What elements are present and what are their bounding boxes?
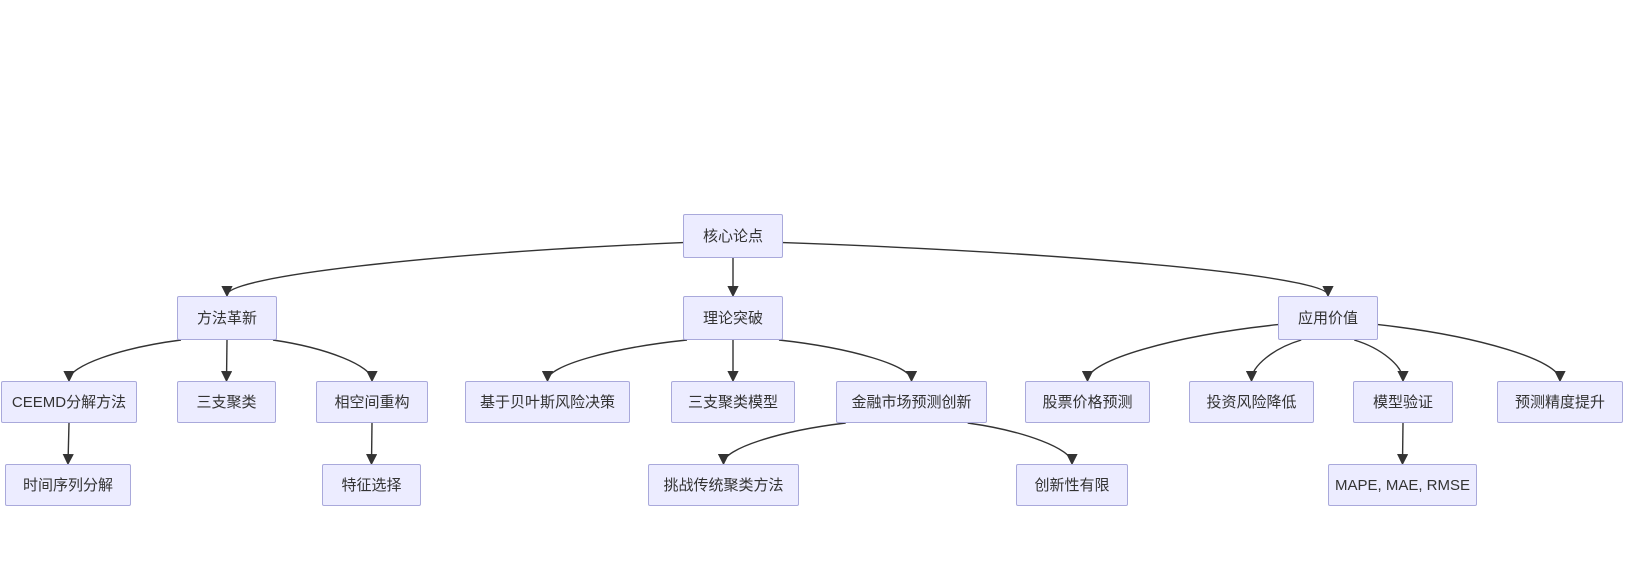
node-label: 核心论点: [702, 227, 763, 245]
flowchart-node-bayes: 基于贝叶斯风险决策: [465, 381, 630, 423]
node-label: 三支聚类模型: [687, 393, 778, 411]
flowchart-node-model_valid: 模型验证: [1353, 381, 1453, 423]
edge-fin_innov-to-limited_innov: [967, 422, 1078, 466]
node-label: CEEMD分解方法: [11, 393, 127, 411]
flowchart-node-phase: 相空间重构: [316, 381, 428, 423]
node-label: 三支聚类: [196, 393, 257, 411]
node-label: 应用价值: [1297, 309, 1358, 327]
node-label: 投资风险降低: [1206, 393, 1297, 411]
edge-method-to-ceemd: [63, 339, 182, 383]
flowchart-node-precision: 预测精度提升: [1497, 381, 1623, 423]
flowchart-node-feature_sel: 特征选择: [322, 464, 421, 506]
flowchart-node-value: 应用价值: [1278, 296, 1378, 340]
flowchart-node-three_way: 三支聚类: [177, 381, 276, 423]
flowchart-node-ts_decomp: 时间序列分解: [5, 464, 131, 506]
flowchart-node-metrics: MAPE, MAE, RMSE: [1328, 464, 1477, 506]
flowchart-node-root: 核心论点: [683, 214, 783, 258]
edge-theory-to-fin_innov: [778, 339, 918, 383]
flowchart-node-challenge: 挑战传统聚类方法: [648, 464, 799, 506]
node-label: 挑战传统聚类方法: [663, 476, 784, 494]
edge-root-to-method: [221, 241, 684, 298]
node-label: MAPE, MAE, RMSE: [1334, 476, 1471, 494]
flowchart-node-twc_model: 三支聚类模型: [671, 381, 795, 423]
flowchart-node-fin_innov: 金融市场预测创新: [836, 381, 987, 423]
node-label: 特征选择: [341, 476, 402, 494]
edge-value-to-model_valid: [1354, 339, 1409, 383]
node-label: 股票价格预测: [1042, 393, 1133, 411]
edge-theory-to-bayes: [541, 339, 688, 383]
flowchart-node-limited_innov: 创新性有限: [1016, 464, 1128, 506]
edge-ceemd-to-ts_decomp: [62, 422, 74, 466]
edge-model_valid-to-metrics: [1397, 422, 1409, 466]
flowchart-node-method: 方法革新: [177, 296, 277, 340]
edge-method-to-three_way: [221, 339, 233, 383]
edge-root-to-value: [782, 241, 1334, 298]
node-label: 方法革新: [196, 309, 257, 327]
node-label: 时间序列分解: [22, 476, 113, 494]
flowchart-node-ceemd: CEEMD分解方法: [1, 381, 137, 423]
edge-group: [62, 241, 1566, 466]
node-label: 创新性有限: [1034, 476, 1110, 494]
edge-value-to-stock: [1081, 323, 1279, 383]
node-label: 相空间重构: [334, 393, 410, 411]
node-label: 模型验证: [1372, 393, 1433, 411]
node-label: 预测精度提升: [1514, 393, 1605, 411]
flowchart-node-risk: 投资风险降低: [1189, 381, 1314, 423]
flowchart-node-theory: 理论突破: [683, 296, 783, 340]
node-label: 金融市场预测创新: [851, 393, 972, 411]
edge-value-to-risk: [1245, 339, 1302, 383]
node-label: 基于贝叶斯风险决策: [479, 393, 615, 411]
edge-phase-to-feature_sel: [366, 422, 378, 466]
edge-fin_innov-to-challenge: [717, 422, 846, 466]
flowchart-node-stock: 股票价格预测: [1025, 381, 1150, 423]
edge-method-to-phase: [272, 339, 378, 383]
node-label: 理论突破: [702, 309, 763, 327]
edge-value-to-precision: [1377, 323, 1566, 383]
